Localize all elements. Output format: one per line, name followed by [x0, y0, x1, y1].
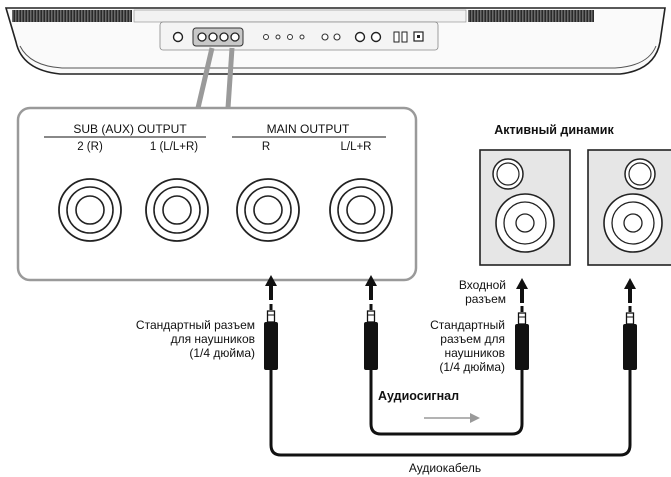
speaker-input-label-line2: разъем — [465, 292, 506, 306]
sub-jack-2 — [58, 178, 122, 242]
left-speaker-grille — [12, 10, 132, 22]
plug-speaker-left — [515, 278, 529, 370]
sub-jack-2-label: 2 (R) — [77, 141, 103, 153]
mid-plug-label-line4: (1/4 дюйма) — [439, 360, 505, 374]
plug-main-l — [364, 275, 378, 370]
mid-plug-label-line3: наушников — [444, 346, 505, 360]
mid-plug-label-line1: Стандартный — [430, 318, 505, 332]
speaker-input-label-line1: Входной — [459, 278, 506, 292]
sub-jack-1-label: 1 (L/L+R) — [150, 141, 198, 153]
sub-jack-1 — [145, 178, 209, 242]
plug-main-r — [264, 275, 278, 370]
right-speaker-grille — [468, 10, 594, 22]
main-jack-r-label: R — [262, 141, 270, 153]
speaker-left — [479, 149, 571, 266]
audio-cable-long — [269, 370, 632, 457]
power-jack-icon — [172, 31, 184, 43]
plug-speaker-right — [623, 278, 637, 370]
callout-connector — [195, 47, 235, 109]
speaker-right — [587, 149, 671, 266]
left-plug-label-line1: Стандартный разъем — [136, 318, 255, 332]
instrument-rear-panel — [4, 7, 666, 75]
left-plug-label-line3: (1/4 дюйма) — [189, 346, 255, 360]
sub-output-header: SUB (AUX) OUTPUT — [73, 122, 187, 136]
output-jack-group — [192, 27, 244, 47]
audio-signal-label: Аудиосигнал — [378, 389, 459, 403]
main-jack-l-label: L/L+R — [340, 141, 371, 153]
main-jack-r — [236, 178, 300, 242]
main-jack-l — [329, 178, 393, 242]
audio-cable-short — [369, 370, 524, 436]
left-plug-label-line2: для наушников — [171, 332, 255, 346]
signal-direction-arrow-icon — [424, 413, 480, 423]
output-jack-panel: SUB (AUX) OUTPUT 2 (R) 1 (L/L+R) MAIN OU… — [16, 106, 418, 282]
main-output-header: MAIN OUTPUT — [267, 122, 350, 136]
audio-cable-label: Аудиокабель — [409, 461, 481, 475]
speaker-title: Активный динамик — [494, 123, 614, 137]
mid-plug-label-line2: разъем для — [440, 332, 505, 346]
